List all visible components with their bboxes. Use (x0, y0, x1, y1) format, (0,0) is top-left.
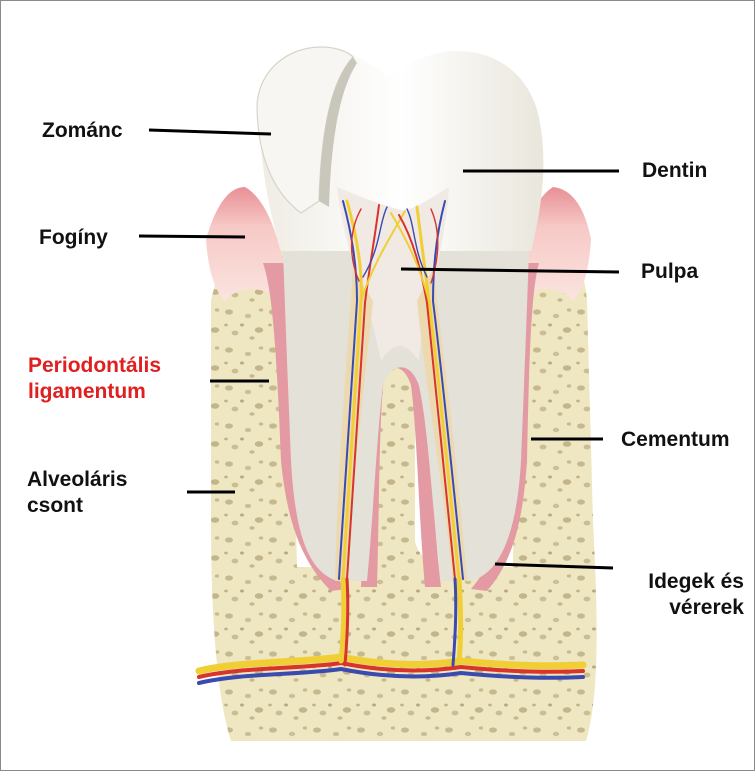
label-dentin: Dentin (642, 158, 707, 184)
leader-foginy (139, 236, 245, 237)
label-alveolaris-line1: Alveoláris (27, 467, 127, 493)
label-idegek-line1: Idegek és (648, 569, 744, 595)
label-idegek: Idegek és vérerek (648, 569, 744, 621)
label-zomanc: Zománc (42, 118, 123, 144)
label-pulpa: Pulpa (641, 259, 698, 285)
label-alveolaris-line2: csont (27, 493, 127, 519)
label-idegek-line2: vérerek (648, 595, 744, 621)
label-foginy: Fogíny (39, 225, 108, 251)
label-periodontalis-line2: ligamentum (28, 379, 161, 405)
label-cementum: Cementum (621, 427, 730, 453)
label-periodontalis-line1: Periodontális (28, 353, 161, 379)
leader-zomanc (149, 130, 271, 134)
label-alveolaris: Alveoláris csont (27, 467, 127, 519)
label-periodontalis: Periodontális ligamentum (28, 353, 161, 405)
